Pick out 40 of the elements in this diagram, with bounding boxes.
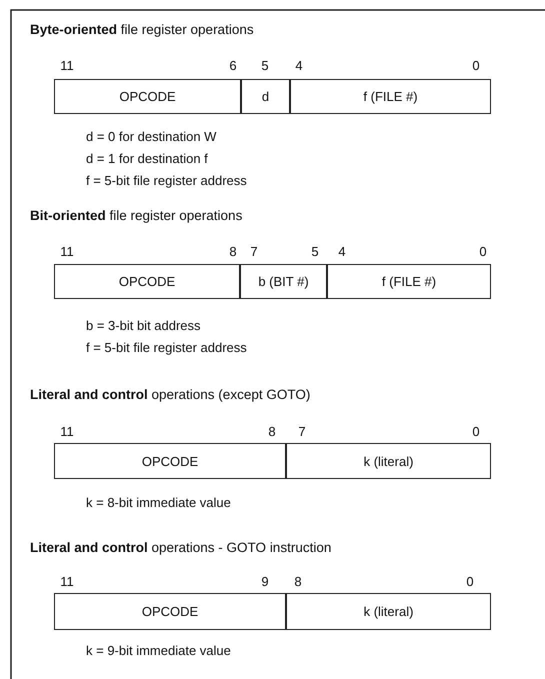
field-cell: b (BIT #)	[240, 264, 327, 299]
field-note: k = 9-bit immediate value	[86, 643, 231, 659]
bit-number: 7	[298, 424, 306, 440]
bit-number: 11	[60, 244, 74, 260]
bit-number: 4	[295, 58, 303, 74]
bit-number: 5	[261, 58, 269, 74]
section-heading: Byte-oriented file register operations	[30, 22, 254, 38]
bit-number: 0	[466, 574, 474, 590]
bit-number: 8	[294, 574, 302, 590]
bit-number: 4	[338, 244, 346, 260]
field-cell: OPCODE	[54, 264, 240, 299]
section-heading: Literal and control operations (except GOTO)	[30, 387, 310, 403]
field-cell: d	[241, 79, 290, 114]
field-cell: k (literal)	[286, 443, 491, 479]
field-cell: OPCODE	[54, 593, 286, 630]
bit-number: 5	[311, 244, 319, 260]
bit-number: 0	[479, 244, 487, 260]
field-note: d = 1 for destination f	[86, 151, 208, 167]
field-note: b = 3-bit bit address	[86, 318, 201, 334]
bit-number: 11	[60, 424, 74, 440]
bit-number: 0	[472, 58, 480, 74]
field-cell: f (FILE #)	[290, 79, 491, 114]
field-note: f = 5-bit file register address	[86, 173, 247, 189]
bit-number: 8	[229, 244, 237, 260]
field-note: d = 0 for destination W	[86, 129, 216, 145]
field-cell: k (literal)	[286, 593, 491, 630]
bit-number: 9	[261, 574, 269, 590]
field-note: k = 8-bit immediate value	[86, 495, 231, 511]
field-cell: f (FILE #)	[327, 264, 491, 299]
field-cell: OPCODE	[54, 443, 286, 479]
bit-number: 11	[60, 574, 74, 590]
section-heading: Bit-oriented file register operations	[30, 208, 242, 224]
bit-number: 0	[472, 424, 480, 440]
bit-number: 8	[268, 424, 276, 440]
bit-number: 7	[250, 244, 258, 260]
field-note: f = 5-bit file register address	[86, 340, 247, 356]
bit-number: 6	[229, 58, 237, 74]
bit-number: 11	[60, 58, 74, 74]
field-cell: OPCODE	[54, 79, 241, 114]
section-heading: Literal and control operations - GOTO instruction	[30, 540, 332, 556]
